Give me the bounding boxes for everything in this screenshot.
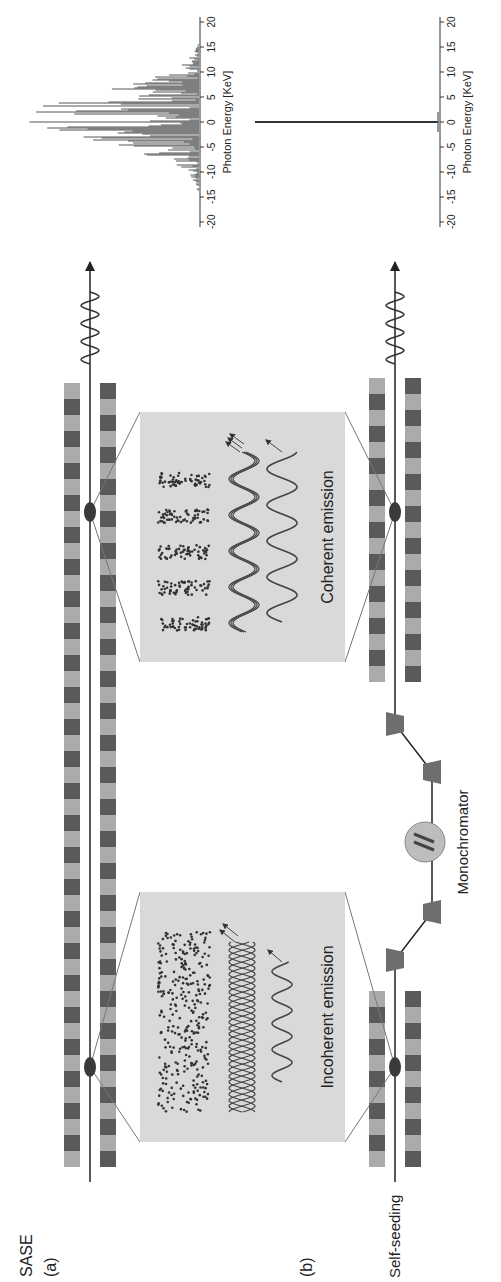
undulator xyxy=(369,378,421,682)
axis-tick xyxy=(200,172,204,173)
tick-label: 20 xyxy=(206,16,218,27)
axis-tick xyxy=(440,47,444,48)
row-label: SASE xyxy=(18,1234,36,1277)
tick-label: 5 xyxy=(446,94,458,100)
tick-label: 15 xyxy=(206,41,218,52)
leader-line xyxy=(90,512,140,662)
electron-bunch xyxy=(84,1057,96,1077)
axis-tick xyxy=(440,172,444,173)
tick-label: -10 xyxy=(206,165,218,179)
tick-label: -10 xyxy=(446,165,458,179)
leader-line xyxy=(90,892,140,1067)
crystal xyxy=(414,834,434,842)
seeded-spectrum xyxy=(255,121,439,123)
axis-tick xyxy=(200,72,204,73)
leader-line xyxy=(345,892,395,1067)
tick-label: -15 xyxy=(206,190,218,204)
leader-line xyxy=(345,512,395,662)
tick-label: -5 xyxy=(206,143,218,152)
output-wave xyxy=(81,292,99,364)
inset-box: Incoherent emission xyxy=(140,892,345,1142)
axis-tick xyxy=(440,197,444,198)
electron-bunch xyxy=(389,502,401,522)
dipole-magnet xyxy=(386,948,404,972)
crystal-chamber xyxy=(405,822,445,862)
leader-line xyxy=(345,412,395,512)
tick-label: 10 xyxy=(206,66,218,77)
axis-tick xyxy=(440,72,444,73)
axis-tick xyxy=(200,47,204,48)
tick-label: -15 xyxy=(446,190,458,204)
axis-tick xyxy=(440,222,444,223)
sase-spectrum xyxy=(29,45,199,190)
seeded-pedestal xyxy=(437,112,439,132)
axis-tick xyxy=(200,147,204,148)
crystal xyxy=(414,842,434,850)
electron-bunch xyxy=(84,502,96,522)
axis-tick xyxy=(200,97,204,98)
panel-letter: (b) xyxy=(298,1257,316,1277)
inset-box: Coherent emission xyxy=(140,412,345,662)
axis-title: Photon Energy [KeV] xyxy=(461,71,474,174)
tick-label: -20 xyxy=(446,215,458,229)
tick-label: 10 xyxy=(446,66,458,77)
undulator xyxy=(369,991,421,1167)
axis-tick xyxy=(440,122,444,123)
beam-axis xyxy=(89,262,91,1182)
dipole-magnet xyxy=(423,900,441,924)
inset-caption: Incoherent emission xyxy=(319,941,337,1092)
axis-tick xyxy=(440,147,444,148)
axis-tick xyxy=(200,197,204,198)
inset-caption: Coherent emission xyxy=(319,466,337,607)
row-label: Self-seeding xyxy=(386,1195,403,1278)
leader-line xyxy=(345,1067,395,1142)
tick-label: -20 xyxy=(206,215,218,229)
tick-label: 0 xyxy=(446,119,458,125)
emission-illustration xyxy=(140,412,345,662)
axis-tick xyxy=(200,22,204,23)
tick-label: -5 xyxy=(446,143,458,152)
tick-label: 15 xyxy=(446,41,458,52)
axis-title: Photon Energy [KeV] xyxy=(221,71,234,174)
dipole-magnet xyxy=(423,760,441,784)
undulator xyxy=(64,383,116,1167)
tick-label: 0 xyxy=(206,119,218,125)
axis-tick xyxy=(200,122,204,123)
panel-letter: (a) xyxy=(42,1257,60,1277)
tick-label: 20 xyxy=(446,16,458,27)
leader-line xyxy=(90,1067,140,1142)
leader-line xyxy=(90,412,140,512)
axis-tick xyxy=(440,22,444,23)
tick-label: 5 xyxy=(206,94,218,100)
axis-tick xyxy=(440,97,444,98)
axis-tick xyxy=(200,222,204,223)
output-wave xyxy=(386,292,404,364)
emission-illustration xyxy=(140,892,345,1142)
dipole-magnet xyxy=(386,712,404,736)
component-label: Monochromator xyxy=(454,789,471,894)
electron-bunch xyxy=(389,1057,401,1077)
